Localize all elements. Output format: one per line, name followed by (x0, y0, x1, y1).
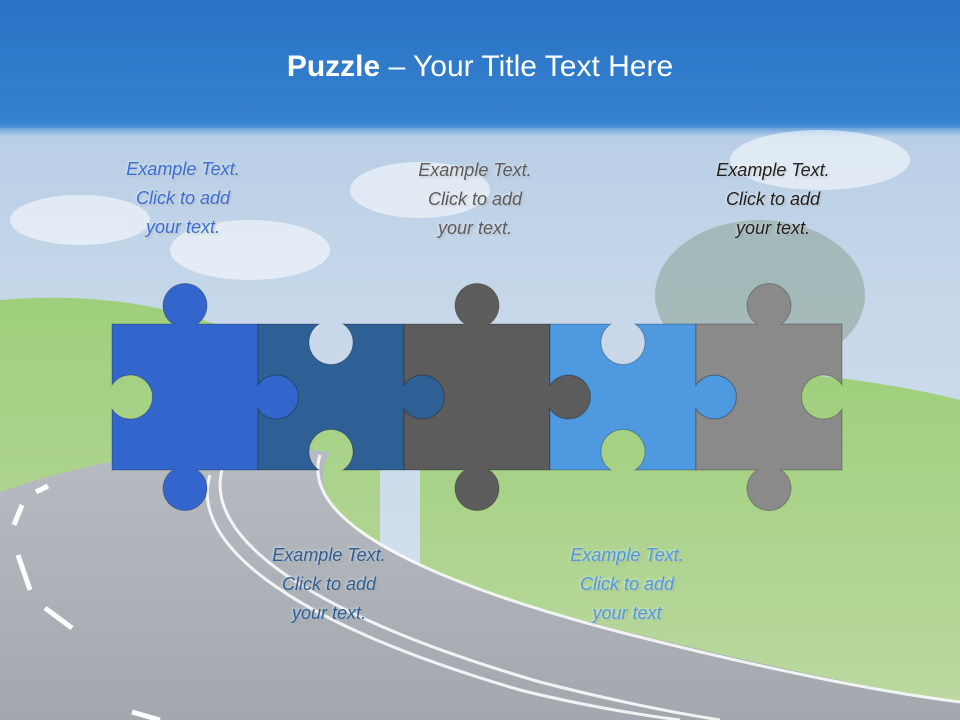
callout-line: your text. (145, 217, 221, 237)
callout-3[interactable]: Example Text. Click to add your text. (375, 156, 575, 243)
callout-line: Click to add (725, 189, 821, 209)
puzzle-piece-5[interactable] (695, 283, 843, 511)
road-lines (205, 454, 960, 720)
puzzle-pieces (111, 283, 843, 511)
callout-line: Click to add (579, 574, 675, 594)
callout-2[interactable]: Example Text. Click to add your text. (229, 541, 429, 628)
callout-line: Example Text. (418, 160, 532, 180)
title-bold: Puzzle (286, 50, 381, 83)
road (0, 447, 960, 720)
road-dashes (11, 483, 161, 720)
clouds (10, 130, 910, 280)
slide-title[interactable]: Puzzle – Your Title Text Here (0, 50, 960, 84)
callout-line: Example Text. (126, 159, 240, 179)
callout-5[interactable]: Example Text. Click to add your text. (673, 156, 873, 243)
title-rest: – Your Title Text Here (380, 50, 674, 83)
callout-line: Click to add (281, 574, 377, 594)
callout-4[interactable]: Example Text. Click to add your text (527, 541, 727, 628)
callout-line: your text. (437, 218, 513, 238)
callout-line: Example Text. (716, 160, 830, 180)
callout-line: your text. (735, 218, 811, 238)
callout-1[interactable]: Example Text. Click to add your text. (83, 155, 283, 242)
title-band (0, 0, 960, 128)
callout-line: Example Text. (272, 545, 386, 565)
callout-line: your text (592, 603, 662, 623)
callout-line: Click to add (427, 189, 523, 209)
callout-line: Example Text. (570, 545, 684, 565)
callout-line: your text. (291, 603, 367, 623)
callout-line: Click to add (135, 188, 231, 208)
